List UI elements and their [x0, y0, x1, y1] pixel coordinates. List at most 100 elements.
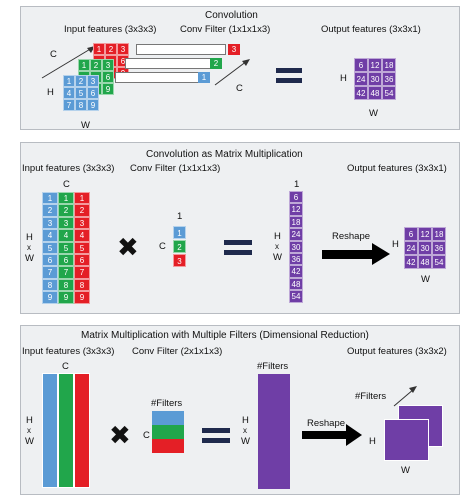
output-cell: 24: [354, 72, 368, 86]
panel1-out-w: W: [369, 108, 378, 119]
filter-vector-cell: 3: [173, 254, 186, 267]
output-cell: 48: [368, 86, 382, 100]
output-cell: 30: [418, 241, 432, 255]
input-column-cell: 8: [58, 278, 74, 292]
panel2-result-top: 1: [294, 179, 300, 190]
input-cell: 2: [75, 75, 87, 87]
input-cell: 1: [63, 75, 75, 87]
multiply-icon: ✖: [109, 420, 131, 450]
equals-icon: [224, 240, 252, 256]
filter-channel-arrow-icon: [214, 59, 250, 86]
result-column-cell: 6: [289, 191, 303, 204]
input-column-red: [74, 373, 90, 488]
panel3-res-x: x: [243, 426, 247, 435]
reshape-arrow-icon: [322, 243, 390, 265]
filter-matrix-red-row: [152, 439, 184, 453]
panel2-col-c: C: [63, 179, 70, 190]
input-cell: 5: [75, 87, 87, 99]
input-column-cell: 2: [58, 204, 74, 217]
panel1-title: Convolution: [205, 10, 258, 21]
panel2-res-h: H: [274, 231, 281, 242]
panel3-title: Matrix Multiplication with Multiple Filt…: [81, 330, 369, 341]
panel3-row-w: W: [25, 436, 34, 447]
input-column-cell: 7: [42, 266, 58, 279]
panel3-filter-label: Conv Filter (2x1x1x3): [132, 346, 223, 357]
input-column-cell: 9: [58, 291, 74, 304]
panel2-out-h: H: [392, 239, 399, 250]
panel1-dim-c2: C: [236, 83, 243, 94]
panel1-filter-label: Conv Filter (1x1x1x3): [180, 24, 271, 35]
input-column-blue: [42, 373, 58, 488]
input-column-cell: 4: [42, 229, 58, 242]
result-column-cell: 12: [289, 203, 303, 216]
input-column-cell: 1: [58, 192, 74, 205]
panel3-res-h: H: [242, 415, 249, 426]
equals-icon: [276, 68, 302, 84]
panel3-res-w: W: [241, 436, 250, 447]
panel2-out-w: W: [421, 274, 430, 285]
panel2-row-h: H: [26, 232, 33, 243]
panel2-filter-c: C: [159, 241, 166, 252]
result-column-cell: 42: [289, 265, 303, 278]
panel3-out-filters: #Filters: [355, 391, 387, 402]
panel2-res-w: W: [273, 252, 282, 263]
input-column-cell: 1: [42, 192, 58, 205]
filter-outline-red: [136, 44, 226, 55]
input-column-cell: 8: [42, 278, 58, 292]
input-cell: 7: [63, 99, 75, 111]
filter-cell: 3: [228, 44, 240, 55]
panel1-dim-h: H: [47, 87, 54, 98]
input-cell: 1: [93, 43, 105, 55]
result-column-cell: 30: [289, 240, 303, 253]
input-column-green: [58, 373, 74, 488]
panel2-reshape: Reshape: [332, 231, 371, 242]
filter-cell: 1: [198, 72, 210, 83]
result-column-cell: 54: [289, 290, 303, 303]
panel2-input-label: Input features (3x3x3): [22, 163, 115, 174]
output-cell: 54: [382, 86, 396, 100]
output-cell: 18: [432, 227, 446, 241]
result-column-cell: 18: [289, 215, 303, 229]
panel2-filter-label: Conv Filter (1x1x1x3): [130, 163, 221, 174]
output-cell: 24: [404, 241, 418, 255]
output-cell: 6: [404, 227, 418, 241]
result-column-cell: 48: [289, 277, 303, 291]
panel2-row-x: x: [27, 243, 31, 252]
input-column-cell: 7: [58, 266, 74, 279]
input-cell: 2: [90, 59, 102, 71]
filter-outline-blue: [115, 72, 205, 83]
input-column-cell: 7: [74, 266, 90, 279]
filters-axis-arrow-icon: [393, 386, 417, 407]
input-cell: 2: [105, 43, 117, 55]
input-column-cell: 3: [42, 216, 58, 230]
output-cell: 42: [404, 255, 418, 269]
input-column-cell: 2: [74, 204, 90, 217]
input-column-cell: 4: [74, 229, 90, 242]
panel-matrix-multiplication: [20, 142, 460, 314]
equals-icon: [202, 428, 230, 444]
panel3-reshape: Reshape: [307, 418, 346, 429]
output-cell: 30: [368, 72, 382, 86]
output-cell: 48: [418, 255, 432, 269]
filter-vector-cell: 1: [173, 226, 186, 239]
filter-cell: 2: [210, 58, 222, 69]
panel2-res-x: x: [275, 242, 279, 251]
filter-outline-green: [125, 58, 215, 69]
output-cell: 54: [432, 255, 446, 269]
output-cell: 18: [382, 58, 396, 72]
panel3-row-x: x: [27, 426, 31, 435]
output-cell: 36: [382, 72, 396, 86]
panel3-filters-label: #Filters: [151, 398, 183, 409]
input-column-cell: 3: [58, 216, 74, 230]
input-cell: 4: [63, 87, 75, 99]
input-column-cell: 6: [58, 254, 74, 267]
panel3-output-label: Output features (3x3x2): [347, 346, 447, 357]
output-cell: 12: [368, 58, 382, 72]
panel3-result-filters: #Filters: [257, 361, 289, 372]
panel3-filter-c: C: [143, 430, 150, 441]
input-column-cell: 8: [74, 278, 90, 292]
panel1-dim-w: W: [81, 120, 90, 131]
result-column-cell: 24: [289, 228, 303, 241]
panel1-dim-c: C: [50, 49, 57, 60]
panel3-out-w: W: [401, 465, 410, 476]
